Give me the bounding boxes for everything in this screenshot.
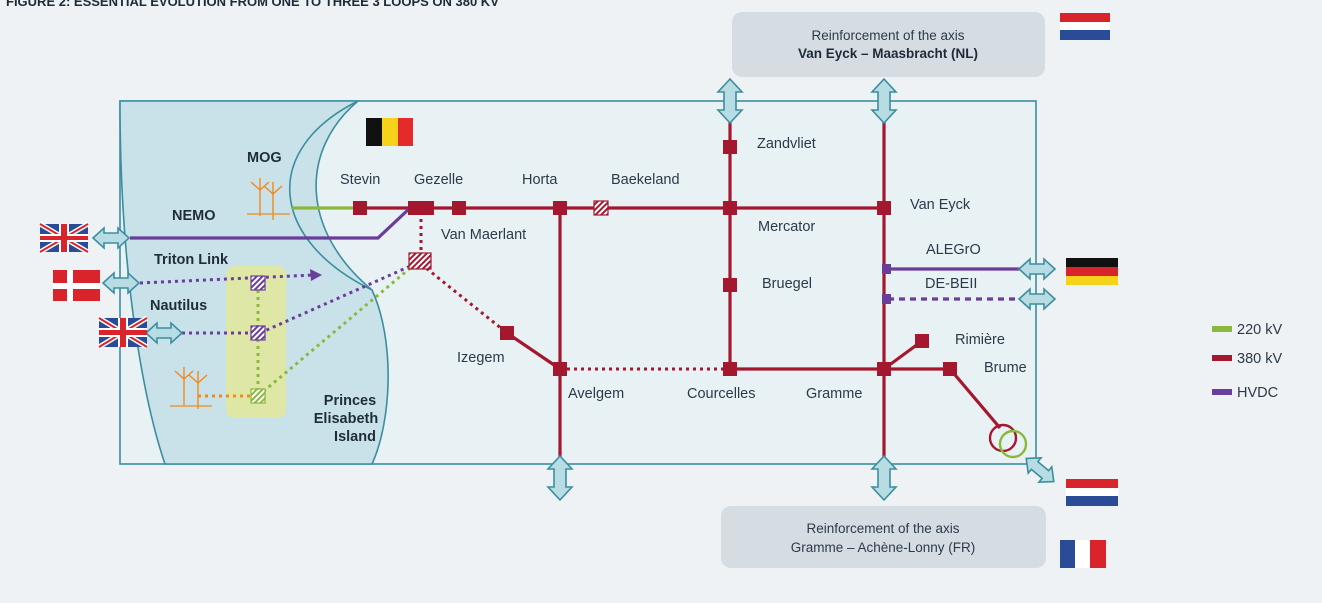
label-mog: MOG <box>247 150 282 166</box>
wind-turbine-icon <box>247 177 290 221</box>
label-de-beii: DE-BEII <box>925 276 977 292</box>
figure-title: FIGURE 2: ESSENTIAL EVOLUTION FROM ONE T… <box>6 0 499 9</box>
label-triton-link: Triton Link <box>154 252 229 268</box>
label-avelgem: Avelgem <box>568 386 624 402</box>
flag-uk-icon <box>38 221 90 255</box>
label-nemo: NEMO <box>172 208 216 224</box>
reinforcement-nl-box <box>732 12 1045 77</box>
label-gramme: Gramme <box>806 386 862 402</box>
substation-markers <box>353 140 957 376</box>
legend-label-220kv: 220 kV <box>1237 322 1282 338</box>
label-rimiere: Rimière <box>955 332 1005 348</box>
label-gezelle: Gezelle <box>414 172 463 188</box>
reinforcement-fr-box <box>721 506 1046 568</box>
flag-france-icon <box>1060 540 1106 568</box>
label-stevin: Stevin <box>340 172 380 188</box>
label-zandvliet: Zandvliet <box>757 136 816 152</box>
wind-turbine-icon <box>170 366 212 410</box>
label-van-eyck: Van Eyck <box>910 197 971 213</box>
flag-belgium-icon <box>366 118 413 146</box>
offshore-hub-marker <box>408 252 432 270</box>
legend-swatch-380kv <box>1212 355 1232 361</box>
reinforcement-fr-line2: Gramme – Achène-Lonny (FR) <box>791 540 976 555</box>
legend-swatch-hvdc <box>1212 389 1232 395</box>
label-nautilus: Nautilus <box>150 298 207 314</box>
label-van-maerlant: Van Maerlant <box>441 227 526 243</box>
label-pei-1: Princes <box>324 393 376 409</box>
lines-380kv <box>360 104 1002 476</box>
lines-380kv-planned <box>419 212 730 371</box>
label-pei-3: Island <box>334 429 376 445</box>
reinforcement-nl-line1: Reinforcement of the axis <box>811 28 964 43</box>
flag-germany-icon <box>1066 258 1118 285</box>
label-mercator: Mercator <box>758 219 815 235</box>
label-baekeland: Baekeland <box>611 172 680 188</box>
label-horta: Horta <box>522 172 558 188</box>
legend-label-380kv: 380 kV <box>1237 351 1282 367</box>
transformer-icon <box>988 423 1028 459</box>
legend: 220 kV 380 kV HVDC <box>1212 322 1282 401</box>
triton-platform-marker <box>250 275 266 291</box>
flag-netherlands-icon <box>1060 13 1110 40</box>
flag-denmark-icon <box>53 270 100 301</box>
label-brume: Brume <box>984 360 1027 376</box>
triton-arrow-head <box>310 269 322 281</box>
reinforcement-fr-line1: Reinforcement of the axis <box>806 521 959 536</box>
label-bruegel: Bruegel <box>762 276 812 292</box>
label-izegem: Izegem <box>457 350 505 366</box>
reinforcement-nl-line2: Van Eyck – Maasbracht (NL) <box>798 46 978 61</box>
nautilus-platform-marker <box>250 325 266 341</box>
flag-uk-icon <box>97 315 149 350</box>
label-courcelles: Courcelles <box>687 386 756 402</box>
legend-label-hvdc: HVDC <box>1237 385 1278 401</box>
baekeland-hatched-marker <box>593 200 609 216</box>
line-hvdc-nemo <box>130 206 412 240</box>
legend-swatch-220kv <box>1212 326 1232 332</box>
princess-elisabeth-island-zone <box>226 266 286 418</box>
flag-netherlands-icon <box>1066 479 1118 506</box>
ac-platform-marker <box>250 388 266 404</box>
label-alegro: ALEGrO <box>926 242 981 258</box>
label-pei-2: Elisabeth <box>314 411 378 427</box>
